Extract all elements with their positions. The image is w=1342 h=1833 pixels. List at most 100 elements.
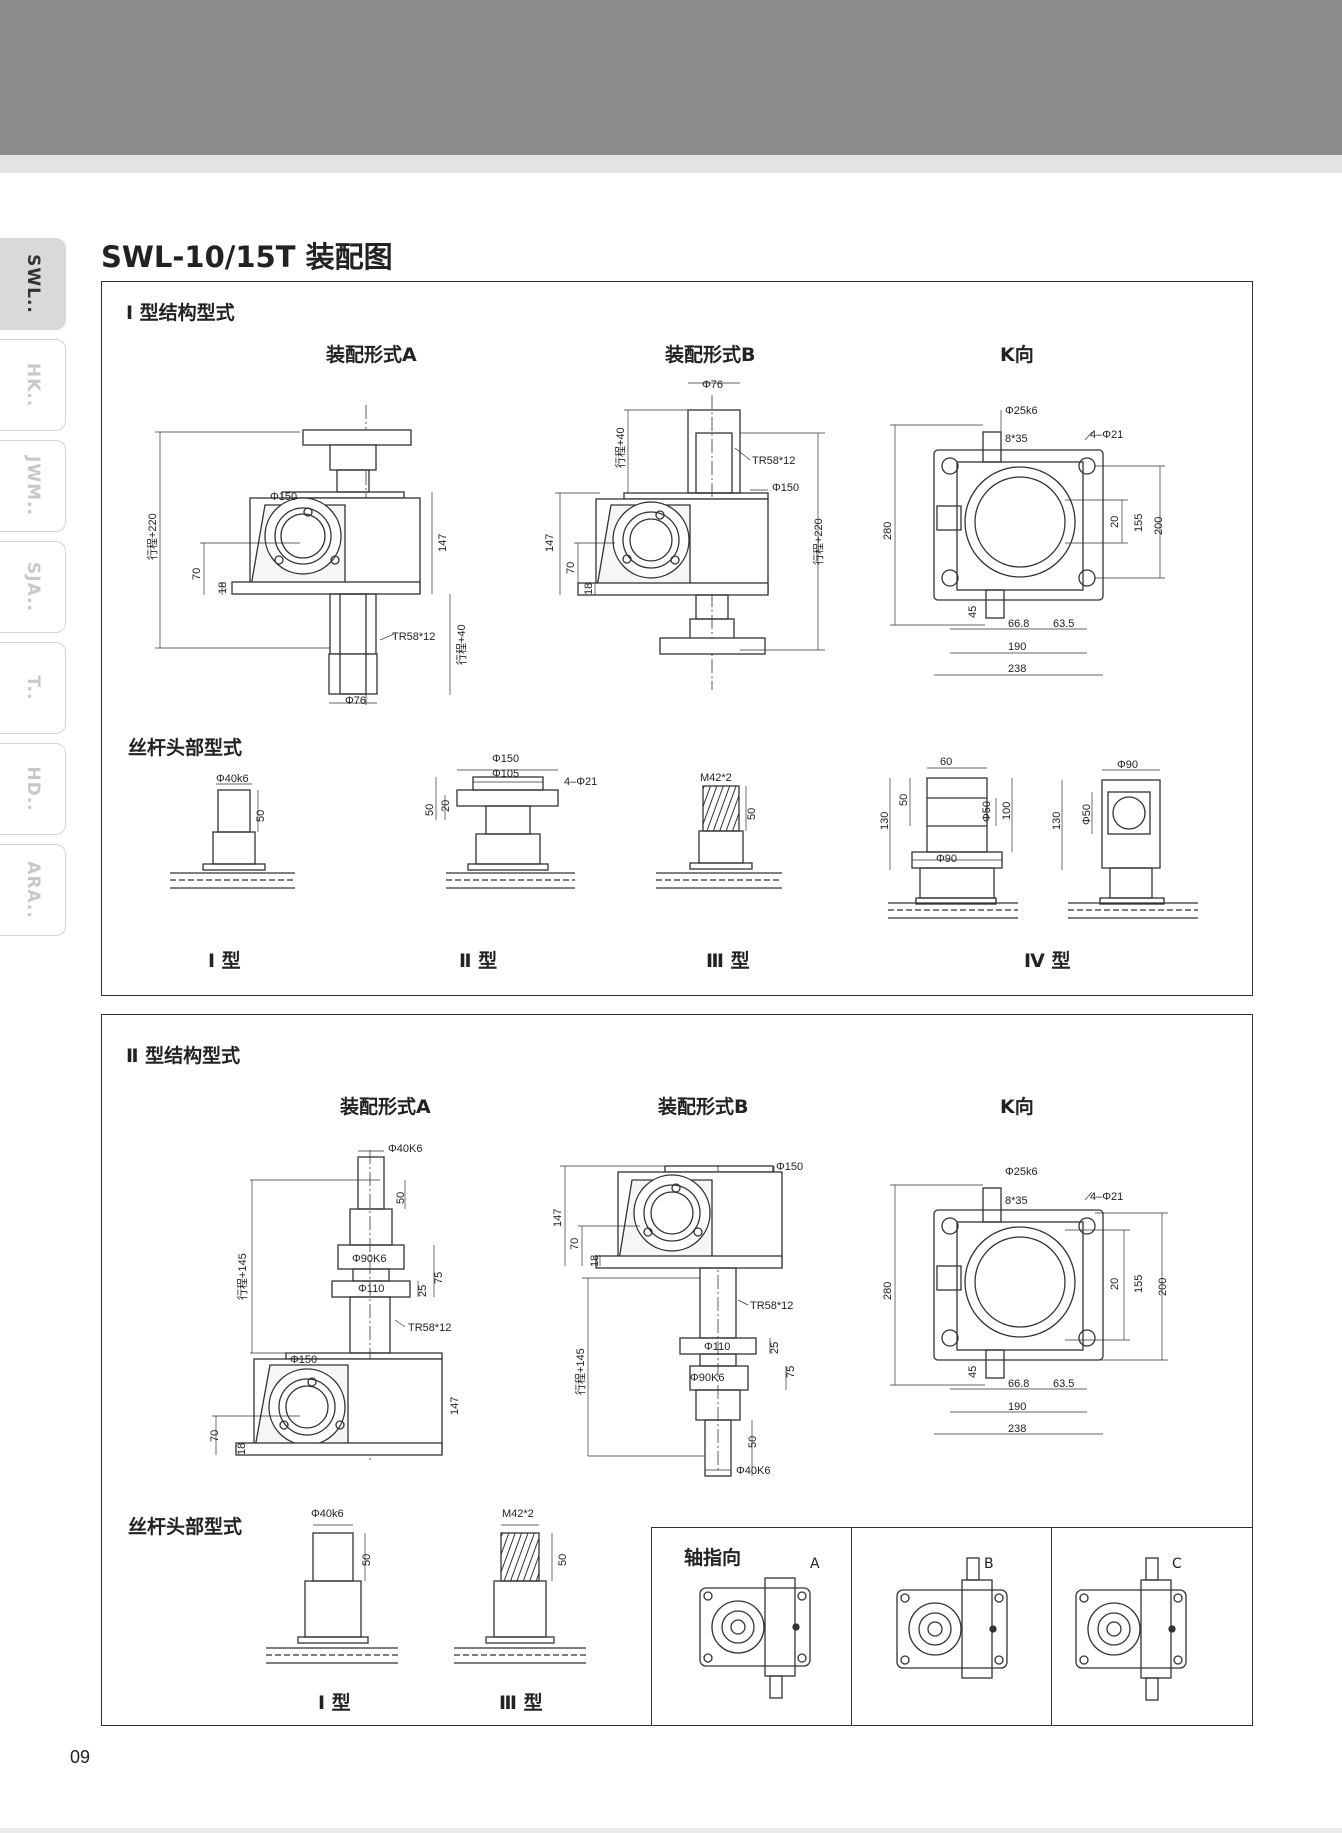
dim-label: 238 [1008, 663, 1026, 675]
dim-label: 18 [236, 1443, 248, 1455]
dim-label: Φ90 [936, 853, 957, 865]
s1-dim-labels: Φ150 行程+220 147 70 18 TR58*12 行程+40 Φ76 … [146, 379, 1165, 865]
dim-label: 50 [424, 804, 436, 816]
dim-label: 147 [437, 534, 449, 552]
dim-label: 25 [417, 1285, 429, 1297]
dim-label: 50 [747, 1436, 759, 1448]
dim-label: 147 [449, 1397, 461, 1415]
tab-ara[interactable]: ARA.. [0, 844, 66, 936]
dim-label: 50 [395, 1192, 407, 1204]
dim-label: 20 [1109, 1278, 1121, 1290]
s2-assembly-b [560, 1165, 787, 1477]
dim-label: 50 [557, 1554, 569, 1566]
dim-label: Φ76 [345, 695, 366, 707]
dim-label: TR58*12 [750, 1300, 793, 1312]
dim-label: Φ105 [492, 768, 519, 780]
dim-label: Φ150 [776, 1161, 803, 1173]
dim-label: 60 [940, 756, 952, 768]
dim-label: 45 [967, 1366, 979, 1378]
s2-head-title: 丝杆头部型式 [128, 1516, 243, 1538]
s1-type1: I 型 [208, 950, 241, 972]
tab-jwm[interactable]: JWM.. [0, 440, 66, 532]
dim-label: 4–Φ21 [564, 776, 597, 788]
dim-label: 4–Φ21 [1090, 429, 1123, 441]
dim-label: 155 [1133, 514, 1145, 532]
dim-label: Φ110 [704, 1341, 730, 1353]
s1-assembly-a [155, 405, 451, 705]
s1-head-type4a [888, 767, 1018, 919]
dim-label: 238 [1008, 1423, 1026, 1435]
section1-frame [101, 281, 1253, 996]
dim-label: 280 [882, 1282, 894, 1300]
s1-head-type4b [1061, 769, 1198, 919]
s1-head-type2 [435, 769, 575, 889]
dim-label: 行程+145 [236, 1253, 249, 1300]
dim-label: Φ76 [702, 379, 723, 391]
tab-hd[interactable]: HD.. [0, 743, 66, 835]
page-number: 09 [70, 1747, 91, 1767]
s2-type3: Ⅲ 型 [499, 1692, 543, 1714]
dim-label: 行程+40 [455, 624, 468, 665]
dim-label: 70 [209, 1430, 221, 1442]
dim-label: 20 [1109, 516, 1121, 528]
axis-label-a: A [810, 1556, 820, 1572]
dim-label: 190 [1008, 1401, 1026, 1413]
dim-label: 280 [882, 522, 894, 540]
footer-line [0, 1828, 1342, 1833]
dim-label: 200 [1157, 1278, 1169, 1296]
s1-type2: Ⅱ 型 [459, 950, 498, 972]
tab-hk[interactable]: HK.. [0, 339, 66, 431]
dim-label: 行程+220 [812, 518, 825, 565]
dim-label: 18 [589, 1255, 601, 1267]
tab-t[interactable]: T.. [0, 642, 66, 734]
s1-type4: Ⅳ 型 [1024, 950, 1071, 972]
s2-caption-a: 装配形式A [340, 1096, 431, 1118]
dim-label: 行程+40 [614, 427, 627, 468]
s2-caption-k: K向 [1000, 1096, 1034, 1118]
dim-label: 20 [440, 800, 452, 812]
s2-assembly-a [212, 1150, 443, 1460]
dim-label: 70 [565, 562, 577, 574]
dim-label: 8*35 [1005, 433, 1028, 445]
s2-head-type1 [266, 1524, 398, 1664]
dim-label: 50 [898, 794, 910, 806]
axis-label-b: B [984, 1556, 994, 1572]
dim-label: Φ40k6 [216, 773, 249, 785]
s2-type1: I 型 [318, 1692, 351, 1714]
axis-box-c [1051, 1527, 1253, 1726]
dim-label: Φ50 [1081, 804, 1093, 825]
dim-label: M42*2 [502, 1508, 534, 1520]
dim-label: Φ50 [981, 801, 993, 822]
dim-label: 70 [569, 1238, 581, 1250]
dim-label: 190 [1008, 641, 1026, 653]
dim-label: Φ40K6 [388, 1143, 422, 1155]
dim-label: 147 [552, 1209, 564, 1227]
s1-head-title: 丝杆头部型式 [128, 737, 243, 759]
dim-label: 130 [879, 812, 891, 830]
section1-title: I 型结构型式 [126, 302, 235, 324]
dim-label: TR58*12 [392, 631, 435, 643]
tab-swl[interactable]: SWL.. [0, 238, 66, 330]
dim-label: 66.8 [1008, 618, 1029, 630]
dim-label: M42*2 [700, 772, 732, 784]
s1-head-type3 [656, 785, 782, 889]
dim-label: 8*35 [1005, 1195, 1028, 1207]
dim-label: 行程+145 [574, 1348, 587, 1395]
s2-dim-labels: Φ40K6 50 行程+145 Φ90K6 75 Φ110 25 TR58*12… [209, 1143, 1169, 1566]
s2-caption-b: 装配形式B [658, 1096, 749, 1118]
dim-label: 18 [217, 582, 229, 594]
dim-label: 100 [1001, 802, 1013, 820]
tab-sja[interactable]: SJA.. [0, 541, 66, 633]
dim-label: 50 [746, 808, 758, 820]
dim-label: 75 [433, 1272, 445, 1284]
dim-label: Φ25k6 [1005, 405, 1038, 417]
dim-label: 66.8 [1008, 1378, 1029, 1390]
dim-label: 200 [1153, 517, 1165, 535]
dim-label: 行程+220 [146, 513, 159, 560]
s1-caption-k: K向 [1000, 344, 1034, 366]
dim-label: 63.5 [1053, 618, 1074, 630]
dim-label: Φ110 [358, 1283, 384, 1295]
dim-label: 4–Φ21 [1090, 1191, 1123, 1203]
